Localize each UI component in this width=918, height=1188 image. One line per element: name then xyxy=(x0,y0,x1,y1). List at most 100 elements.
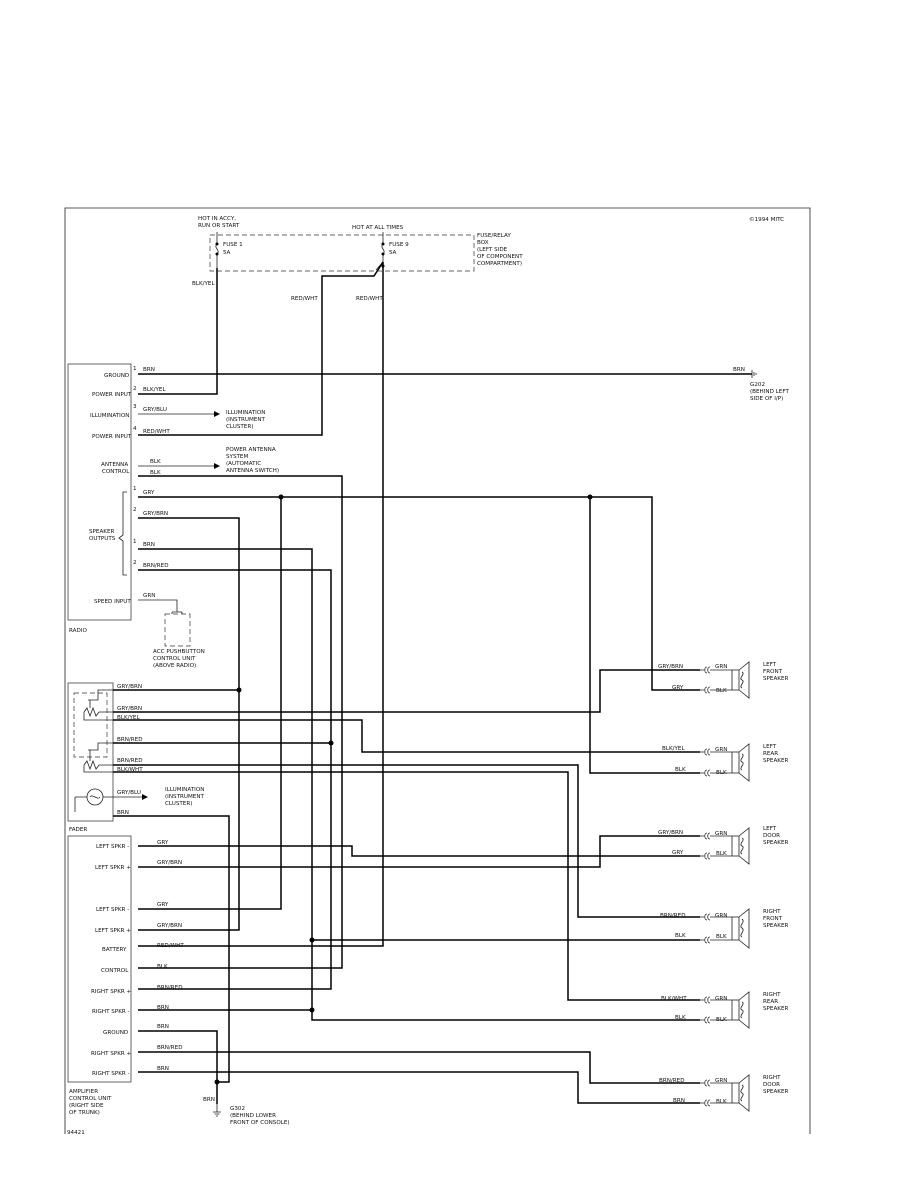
label-blk-lf: BLK xyxy=(716,688,727,694)
label-brn-red-amp-2: BRN/RED xyxy=(157,1045,183,1051)
speaker-right-front: RIGHT FRONT SPEAKER xyxy=(700,908,788,949)
label-gry-lf: GRY xyxy=(672,685,684,691)
fuse-1-label: FUSE 1 5A xyxy=(223,242,245,256)
radio-pin-antenna-control: ANTENNA CONTROL xyxy=(101,462,130,475)
amp-pin-2: LEFT SPKR + xyxy=(95,865,131,871)
arrow-fader-illumination xyxy=(142,794,148,800)
radio-pin-power-input-1: POWER INPUT xyxy=(92,392,132,398)
wire-gry-amp-left-door xyxy=(138,845,700,857)
wire-gry-to-left-rear xyxy=(589,497,700,774)
radio-pin-num-4: 4 xyxy=(133,426,137,432)
label-blk-rd: BLK xyxy=(716,1099,727,1105)
fader-lamp-filament xyxy=(74,795,113,812)
label-brn-red-rd: BRN/RED xyxy=(659,1078,685,1084)
speaker-ld-label: LEFT DOOR SPEAKER xyxy=(763,826,788,846)
arrow-antenna xyxy=(214,463,220,469)
fuse-9-terminal-top xyxy=(381,242,385,246)
fader-box xyxy=(67,682,114,822)
wire-brn-red-right-door xyxy=(138,1051,700,1084)
radio-label: RADIO xyxy=(69,628,87,634)
speaker-rf-body xyxy=(731,916,740,941)
wire-blk-yel-left-rear xyxy=(113,719,700,753)
label-gry-brn-amp-2: GRY/BRN xyxy=(157,923,182,929)
amplifier-label: AMPLIFIER CONTROL UNIT (RIGHT SIDE OF TR… xyxy=(69,1089,113,1116)
speaker-ld-cone xyxy=(738,827,750,865)
speaker-rr-label: RIGHT REAR SPEAKER xyxy=(763,992,788,1012)
connector-rr xyxy=(700,996,732,1024)
label-blk-antenna: BLK xyxy=(150,459,161,465)
label-blk-wht-rr: BLK/WHT xyxy=(661,996,687,1002)
label-gry-brn-lf: GRY/BRN xyxy=(658,664,683,670)
label-grn-lf: GRN xyxy=(715,664,727,670)
wire-gry-brn-radio xyxy=(138,517,240,931)
label-blk-amp-control: BLK xyxy=(157,964,168,970)
speaker-rd-body xyxy=(731,1082,740,1104)
amp-pin-11: RIGHT SPKR - xyxy=(92,1071,130,1077)
ground-g202-symbol xyxy=(751,370,757,378)
label-blk-lr: BLK xyxy=(675,767,686,773)
label-blk-yel-fader: BLK/YEL xyxy=(117,715,140,721)
ground-g302-symbol xyxy=(213,1104,221,1117)
speaker-left-front: LEFT FRONT SPEAKER xyxy=(700,661,788,699)
radio-pin-speed-input: SPEED INPUT xyxy=(94,599,131,605)
speaker-outputs-bracket xyxy=(118,491,127,576)
label-gry-amp-1: GRY xyxy=(157,840,169,846)
radio-pin-num-7: 1 xyxy=(133,539,137,545)
speaker-rd-label: RIGHT DOOR SPEAKER xyxy=(763,1075,788,1095)
fuse-box-label: FUSE/RELAY BOX (LEFT SIDE OF COMPONENT C… xyxy=(477,233,524,267)
fuse-1-symbol xyxy=(215,232,219,268)
wire-red-wht-fuse9-amp xyxy=(138,262,384,947)
label-brn-g202: BRN xyxy=(733,367,745,373)
label-brn-radio-ground: BRN xyxy=(143,367,155,373)
radio-unit: RADIO GROUND POWER INPUT ILLUMINATION PO… xyxy=(67,363,137,634)
amp-pin-10: RIGHT SPKR + xyxy=(91,1051,132,1057)
label-grn-rd: GRN xyxy=(715,1078,727,1084)
radio-pin-speaker-outputs: SPEAKER OUTPUTS xyxy=(89,529,116,542)
label-red-wht-amp: RED/WHT xyxy=(356,296,383,302)
label-gry-blu-radio: GRY/BLU xyxy=(143,407,167,413)
speaker-rr-cone xyxy=(738,991,750,1029)
radio-pin-num-2: 2 xyxy=(133,386,137,392)
wire-brn-amp-ground xyxy=(138,1030,218,1104)
label-grn-lr: GRN xyxy=(715,747,727,753)
label-gry-blu-fader: GRY/BLU xyxy=(117,790,141,796)
amp-pin-9: GROUND xyxy=(103,1030,128,1036)
amp-pin-3: LEFT SPKR - xyxy=(96,907,129,913)
fader-label: FADER xyxy=(69,827,87,833)
radio-pin-ground: GROUND xyxy=(104,373,129,379)
radio-pin-num-1: 1 xyxy=(133,366,137,372)
label-brn-fader-ground: BRN xyxy=(117,810,129,816)
speaker-left-door: LEFT DOOR SPEAKER xyxy=(700,826,788,865)
amp-pin-5: BATTERY xyxy=(102,947,127,953)
connector-ld xyxy=(700,832,732,860)
wire-blk-radio-to-amp-control xyxy=(138,475,343,969)
speaker-lr-label: LEFT REAR SPEAKER xyxy=(763,744,788,764)
wire-gry-to-amp xyxy=(138,497,282,910)
label-gry-ld: GRY xyxy=(672,850,684,856)
label-blk-rr: BLK xyxy=(675,1015,686,1021)
label-brn-red-rf: BRN/RED xyxy=(660,913,686,919)
label-blk-yel-fuse1: BLK/YEL xyxy=(192,281,215,287)
wire-brn-right-door xyxy=(138,1071,700,1104)
label-brn-amp-1: BRN xyxy=(157,1005,169,1011)
wire-blk-yel-fuse1 xyxy=(138,268,218,395)
amp-pin-4: LEFT SPKR + xyxy=(95,928,131,934)
wire-grn-speed-input xyxy=(138,599,178,612)
label-brn-radio-speaker: BRN xyxy=(143,542,155,548)
amp-pin-1: LEFT SPKR - xyxy=(96,844,129,850)
label-brn-g302: BRN xyxy=(203,1097,215,1103)
label-red-wht-amp-battery: RED/WHT xyxy=(157,943,184,949)
speaker-right-rear: RIGHT REAR SPEAKER xyxy=(700,991,788,1029)
label-grn-rr: GRN xyxy=(715,996,727,1002)
label-blk-wht-fader: BLK/WHT xyxy=(117,767,143,773)
g302-label: G302 (BEHIND LOWER FRONT OF CONSOLE) xyxy=(230,1106,290,1126)
speaker-lr-cone xyxy=(738,743,750,782)
label-blk-yel-lr: BLK/YEL xyxy=(662,746,685,752)
label-brn-red-radio: BRN/RED xyxy=(143,563,169,569)
fuse-relay-box: FUSE/RELAY BOX (LEFT SIDE OF COMPONENT C… xyxy=(198,216,524,272)
label-gry-brn-amp-1: GRY/BRN xyxy=(157,860,182,866)
label-gry-brn-fader-2: GRY/BRN xyxy=(117,706,142,712)
speaker-rf-label: RIGHT FRONT SPEAKER xyxy=(763,909,788,929)
label-grn-speed: GRN xyxy=(143,593,155,599)
speaker-lf-label: LEFT FRONT SPEAKER xyxy=(763,662,788,682)
